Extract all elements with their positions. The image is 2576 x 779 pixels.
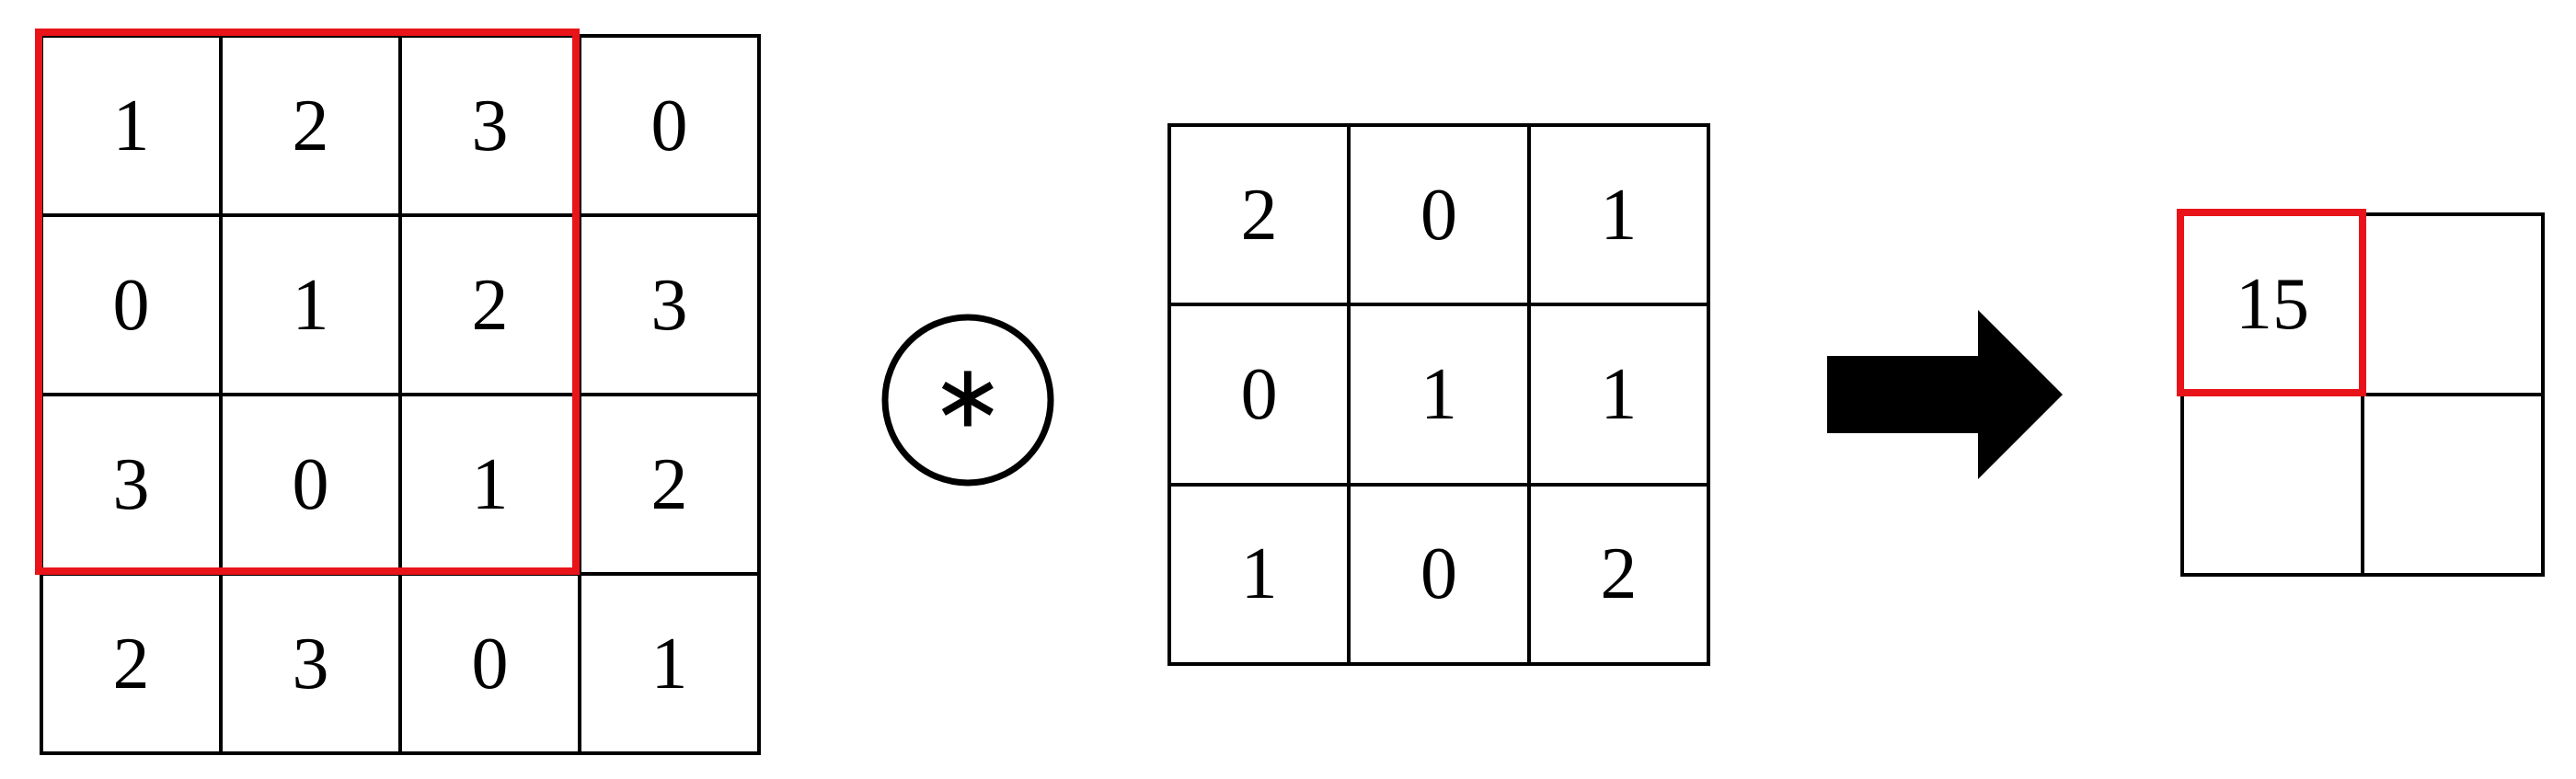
kernel-cell-r1-c1: 1 xyxy=(1351,306,1531,487)
kernel-cell-r2-c2: 2 xyxy=(1530,486,1710,666)
input-cell-r2-c1: 0 xyxy=(223,396,402,576)
output-cell-r0-c0: 15 xyxy=(2184,216,2364,396)
kernel-matrix: 2 0 1 0 1 1 1 0 2 xyxy=(1167,123,1710,666)
input-cell-r0-c3: 0 xyxy=(581,38,761,217)
input-cell-r1-c3: 3 xyxy=(581,217,761,396)
input-cell-r2-c3: 2 xyxy=(581,396,761,576)
kernel-cell-r1-c0: 0 xyxy=(1171,306,1351,487)
right-arrow-icon xyxy=(1827,310,2063,484)
output-cell-r0-c1 xyxy=(2364,216,2545,396)
kernel-cell-r1-c2: 1 xyxy=(1530,306,1710,487)
input-cell-r3-c3: 1 xyxy=(581,576,761,755)
input-cell-r0-c1: 2 xyxy=(223,38,402,217)
input-cell-r1-c2: 2 xyxy=(402,217,581,396)
input-cell-r0-c2: 3 xyxy=(402,38,581,217)
output-matrix: 15 xyxy=(2180,212,2545,577)
kernel-cell-r0-c2: 1 xyxy=(1530,127,1710,307)
kernel-cell-r2-c0: 1 xyxy=(1171,486,1351,666)
output-cell-r1-c1 xyxy=(2364,396,2545,577)
input-cell-r2-c0: 3 xyxy=(43,396,223,576)
input-cell-r2-c2: 1 xyxy=(402,396,581,576)
input-cell-r3-c1: 3 xyxy=(223,576,402,755)
kernel-cell-r0-c0: 2 xyxy=(1171,127,1351,307)
input-cell-r0-c0: 1 xyxy=(43,38,223,217)
kernel-cell-r2-c1: 0 xyxy=(1351,486,1531,666)
circled-asterisk-icon: ∗ xyxy=(879,311,1057,494)
input-cell-r1-c0: 0 xyxy=(43,217,223,396)
input-cell-r3-c2: 0 xyxy=(402,576,581,755)
input-matrix: 1 2 3 0 0 1 2 3 3 0 1 2 2 3 0 1 xyxy=(40,34,761,755)
input-cell-r1-c1: 1 xyxy=(223,217,402,396)
operator-symbol: ∗ xyxy=(931,344,1005,447)
kernel-cell-r0-c1: 0 xyxy=(1351,127,1531,307)
output-cell-r1-c0 xyxy=(2184,396,2364,577)
input-cell-r3-c0: 2 xyxy=(43,576,223,755)
